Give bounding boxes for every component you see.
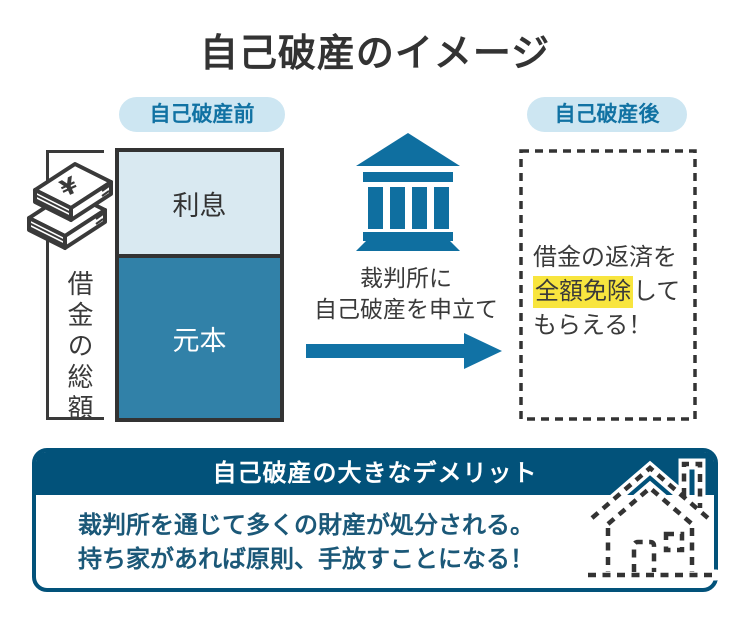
after-result-line2-rest: して xyxy=(633,277,681,305)
money-stack-icon: ¥ xyxy=(27,162,113,250)
bar-segment-principal: 元本 xyxy=(119,258,280,418)
debt-total-label: 借金の総額 xyxy=(63,270,93,425)
filing-caption: 裁判所に 自己破産を申立て xyxy=(295,264,517,326)
arrow-right-icon xyxy=(306,333,502,369)
demerit-header: 自己破産の大きなデメリット xyxy=(36,452,714,495)
bar-segment-interest: 利息 xyxy=(119,152,280,259)
demerit-panel: 自己破産の大きなデメリット 裁判所を通じて多くの財産が処分される。 持ち家があれ… xyxy=(32,448,718,592)
after-result-line3: もらえる！ xyxy=(533,311,653,339)
after-dashed-box xyxy=(519,149,697,421)
debt-stacked-bar: 利息 元本 xyxy=(115,148,284,422)
demerit-line2: 持ち家があれば原則、手放すことになる！ xyxy=(78,545,534,573)
debt-total-bracket xyxy=(46,150,104,420)
filing-caption-line2: 自己破産を申立て xyxy=(314,297,498,323)
highlighted-text: 全額免除 xyxy=(533,276,633,308)
after-result-line2: 全額免除して xyxy=(533,274,680,308)
after-label-badge: 自己破産後 xyxy=(527,97,687,132)
demerit-body: 裁判所を通じて多くの財産が処分される。 持ち家があれば原則、手放すことになる！ xyxy=(36,495,714,576)
demerit-line1: 裁判所を通じて多くの財産が処分される。 xyxy=(78,511,534,539)
page-title: 自己破産のイメージ xyxy=(199,31,551,75)
after-result-text: 借金の返済を 全額免除して もらえる！ xyxy=(533,240,680,342)
courthouse-icon xyxy=(356,133,460,251)
filing-caption-line1: 裁判所に xyxy=(360,266,452,292)
house-icon xyxy=(586,458,718,581)
after-result-line1: 借金の返済を xyxy=(533,243,677,271)
before-label-badge: 自己破産前 xyxy=(119,97,285,132)
